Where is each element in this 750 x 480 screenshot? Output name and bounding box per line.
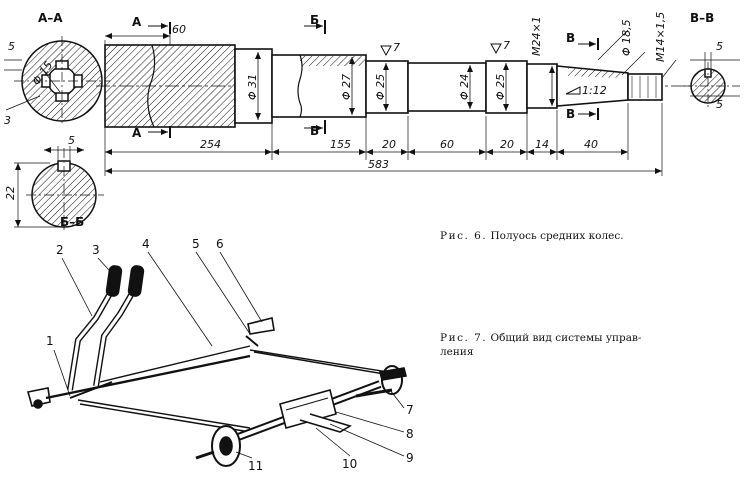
dim-thread-m24: M24×1 xyxy=(530,16,543,56)
dim-bb-5: 5 xyxy=(68,134,75,147)
section-bb xyxy=(14,146,104,232)
dim-bb-22: 22 xyxy=(4,186,17,200)
roughness-1: 7 xyxy=(393,41,400,54)
thread-m14 xyxy=(627,73,663,101)
dim-taper: 1:12 xyxy=(582,84,607,97)
figure6-caption: Рис. 6. Полуось средних колес. xyxy=(440,229,700,243)
callout-3: 3 xyxy=(92,243,100,257)
dim-20a: 20 xyxy=(382,138,396,151)
section-aa-label: А–А xyxy=(38,11,63,25)
dim-aa-3: 3 xyxy=(4,114,11,127)
dim-40: 40 xyxy=(584,138,598,151)
section-aa xyxy=(4,36,110,126)
thread-m24 xyxy=(526,63,558,109)
dim-20b: 20 xyxy=(500,138,514,151)
dim-phi27: Φ 27 xyxy=(340,74,353,100)
tension-rod-upper xyxy=(249,349,389,373)
shaft-drawing xyxy=(96,20,690,176)
dim-phi24: Φ 24 xyxy=(458,74,471,100)
cut-a-top: А xyxy=(132,15,142,29)
dim-thread-m14: M14×1,5 xyxy=(654,12,667,62)
dim-14: 14 xyxy=(535,138,549,151)
right-top-bracket xyxy=(247,317,275,335)
shaft-spline-end xyxy=(104,44,236,128)
callout-2: 2 xyxy=(56,243,64,257)
dim-60: 60 xyxy=(172,23,186,36)
left-bracket xyxy=(26,387,51,407)
figure7-caption-text: Общий вид системы управ-ления xyxy=(440,332,642,358)
roughness-2: 7 xyxy=(503,39,510,52)
callout-9: 9 xyxy=(406,451,414,465)
bearing-seat-1 xyxy=(365,60,409,114)
callout-4: 4 xyxy=(142,237,150,251)
cross-shaft xyxy=(45,354,251,400)
dim-vv-5b: 5 xyxy=(716,98,723,111)
section-bb-label: Б–Б xyxy=(60,215,84,229)
dim-vv-5a: 5 xyxy=(716,40,723,53)
dim-phi25a: Φ 25 xyxy=(374,74,387,100)
long-rod xyxy=(99,345,251,383)
section-vv-label: В–В xyxy=(690,11,714,25)
dim-254: 254 xyxy=(200,138,221,151)
figure7-caption-label: Рис. 7. xyxy=(440,332,488,344)
section-vv xyxy=(684,52,740,110)
cut-b-bottom: Б xyxy=(310,124,319,138)
callout-11: 11 xyxy=(248,459,263,473)
figure6-caption-label: Рис. 6. xyxy=(440,230,488,242)
figure6-caption-text: Полуось средних колес. xyxy=(490,230,624,242)
callout-6: 6 xyxy=(216,237,224,251)
dim-155: 155 xyxy=(330,138,351,151)
dim-583: 583 xyxy=(368,158,389,171)
dim-phi31: Φ 31 xyxy=(246,74,259,100)
cut-v-bottom: В xyxy=(566,107,575,121)
callout-8: 8 xyxy=(406,427,414,441)
callout-7: 7 xyxy=(406,403,414,417)
cut-a-bottom: А xyxy=(132,126,142,140)
handle-left xyxy=(105,265,123,297)
tension-rod-lower xyxy=(77,399,251,429)
callout-5: 5 xyxy=(192,237,200,251)
dim-aa-5: 5 xyxy=(8,40,15,53)
dim-phi25b: Φ 25 xyxy=(494,74,507,100)
control-system-drawing xyxy=(26,251,407,467)
cut-b-top: Б xyxy=(310,13,319,27)
figure7-caption: Рис. 7. Общий вид системы управ-ления xyxy=(440,331,672,359)
callout-1: 1 xyxy=(46,334,54,348)
dim-phi18-5: Φ 18,5 xyxy=(620,19,633,56)
dim-60b: 60 xyxy=(440,138,454,151)
callout-10: 10 xyxy=(342,457,357,471)
cut-v-top: В xyxy=(566,31,575,45)
handle-right xyxy=(127,265,145,297)
